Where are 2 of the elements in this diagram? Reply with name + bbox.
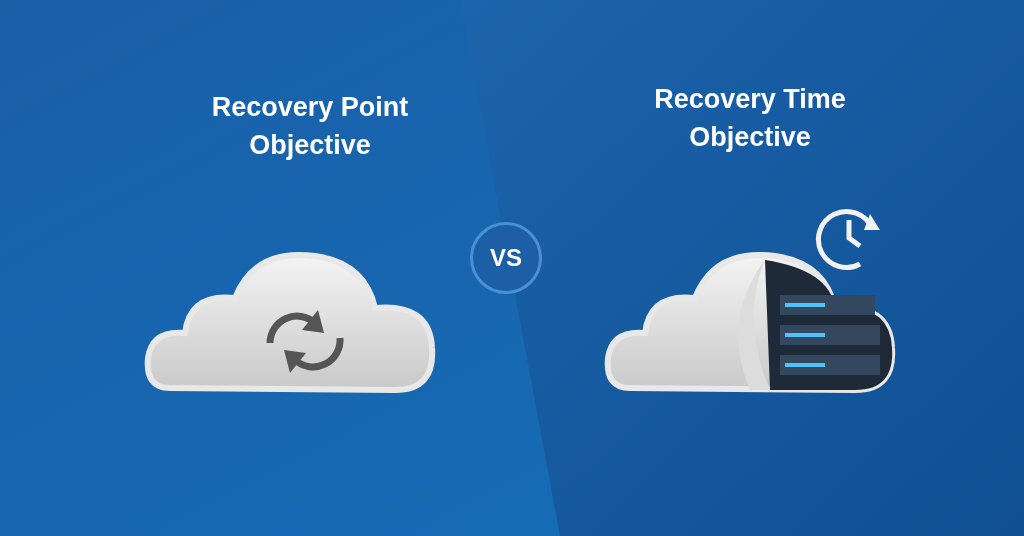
heading: Recovery Point Objective (210, 91, 410, 162)
heading: Recovery Time Objective (653, 83, 847, 154)
